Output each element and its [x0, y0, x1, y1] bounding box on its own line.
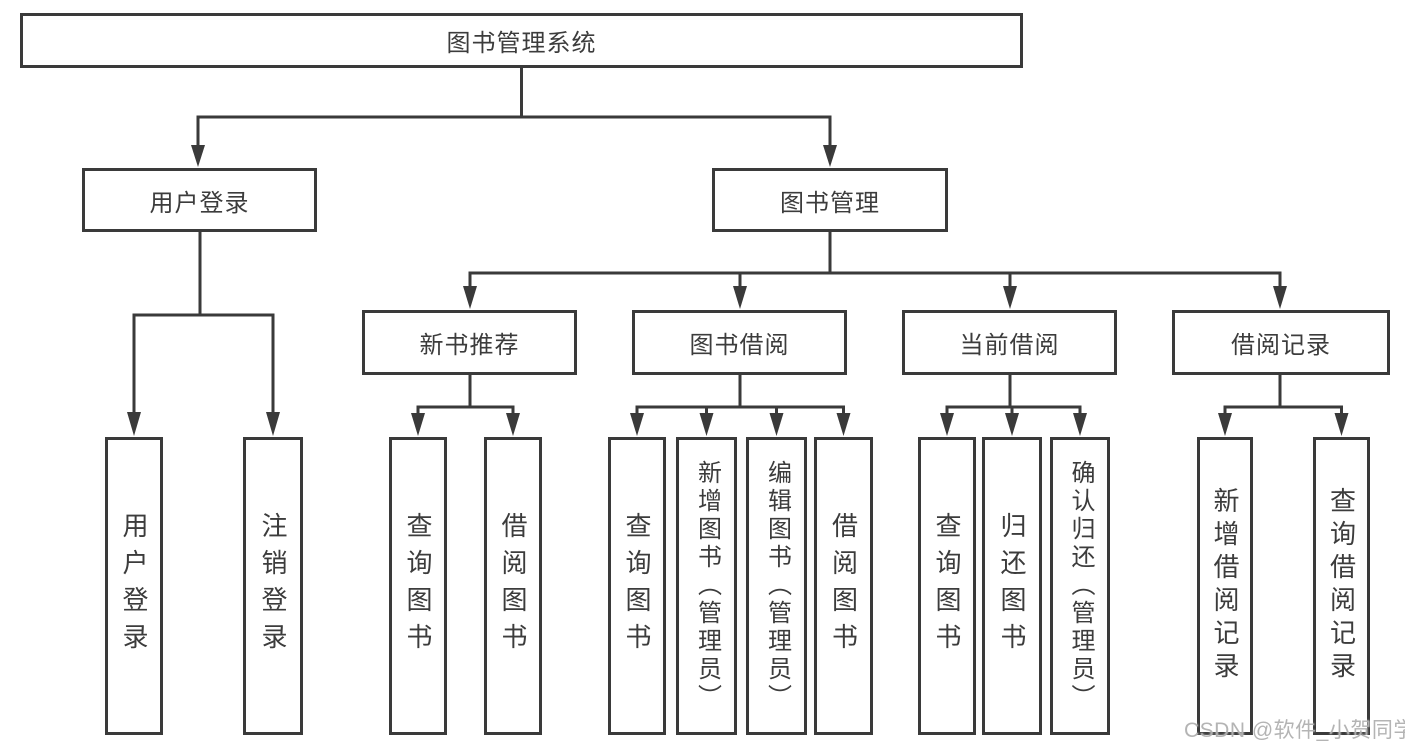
node-current-borrowing: 当前借阅 [902, 310, 1117, 375]
node-borrowing-records: 借阅记录 [1172, 310, 1390, 375]
node-library-management-system: 图书管理系统 [20, 13, 1023, 68]
leaf-borrow-books: 借阅图书 [484, 437, 542, 735]
node-label: 新书推荐 [419, 332, 520, 359]
csdn-watermark: CSDN @软件_小贺同学 [1184, 719, 1405, 742]
leaf-return-books: 归还图书 [982, 437, 1042, 735]
node-user-login: 用户登录 [82, 168, 317, 232]
leaf-query-books: 查询图书 [918, 437, 976, 735]
leaf-add-books-admin: 新增图书（管理员） [676, 437, 737, 735]
node-label: 新增图书（管理员） [693, 460, 721, 712]
node-book-borrowing: 图书借阅 [632, 310, 847, 375]
node-label: 查询借阅记录 [1326, 487, 1357, 685]
leaf-query-borrow-record: 查询借阅记录 [1313, 437, 1370, 735]
node-label: 确认归还（管理员） [1067, 460, 1094, 712]
node-label: 用户登录 [119, 512, 149, 660]
node-new-book-recommendation: 新书推荐 [362, 310, 577, 375]
node-label: 新增借阅记录 [1210, 487, 1240, 685]
leaf-logout: 注销登录 [243, 437, 303, 735]
leaf-borrow-books: 借阅图书 [814, 437, 873, 735]
leaf-query-books: 查询图书 [389, 437, 447, 735]
leaf-add-borrow-record: 新增借阅记录 [1197, 437, 1253, 735]
node-label: 用户登录 [149, 189, 250, 217]
leaf-confirm-return-admin: 确认归还（管理员） [1050, 437, 1110, 735]
node-label: 借阅记录 [1231, 332, 1331, 359]
node-label: 注销登录 [258, 512, 288, 660]
node-label: 查询图书 [622, 512, 652, 660]
node-label: 图书借阅 [689, 332, 790, 359]
leaf-query-books: 查询图书 [608, 437, 666, 735]
node-label: 借阅图书 [828, 512, 859, 660]
node-label: 查询图书 [403, 512, 433, 660]
node-label: 查询图书 [932, 512, 962, 660]
node-book-management: 图书管理 [712, 168, 948, 232]
node-label: 当前借阅 [959, 332, 1060, 359]
node-label: 编辑图书（管理员） [763, 460, 791, 712]
node-label: 图书管理 [780, 189, 880, 217]
leaf-user-login: 用户登录 [105, 437, 163, 735]
node-label: 图书管理系统 [446, 30, 597, 57]
node-label: 借阅图书 [498, 512, 528, 660]
leaf-edit-books-admin: 编辑图书（管理员） [746, 437, 807, 735]
node-label: 归还图书 [997, 512, 1027, 660]
